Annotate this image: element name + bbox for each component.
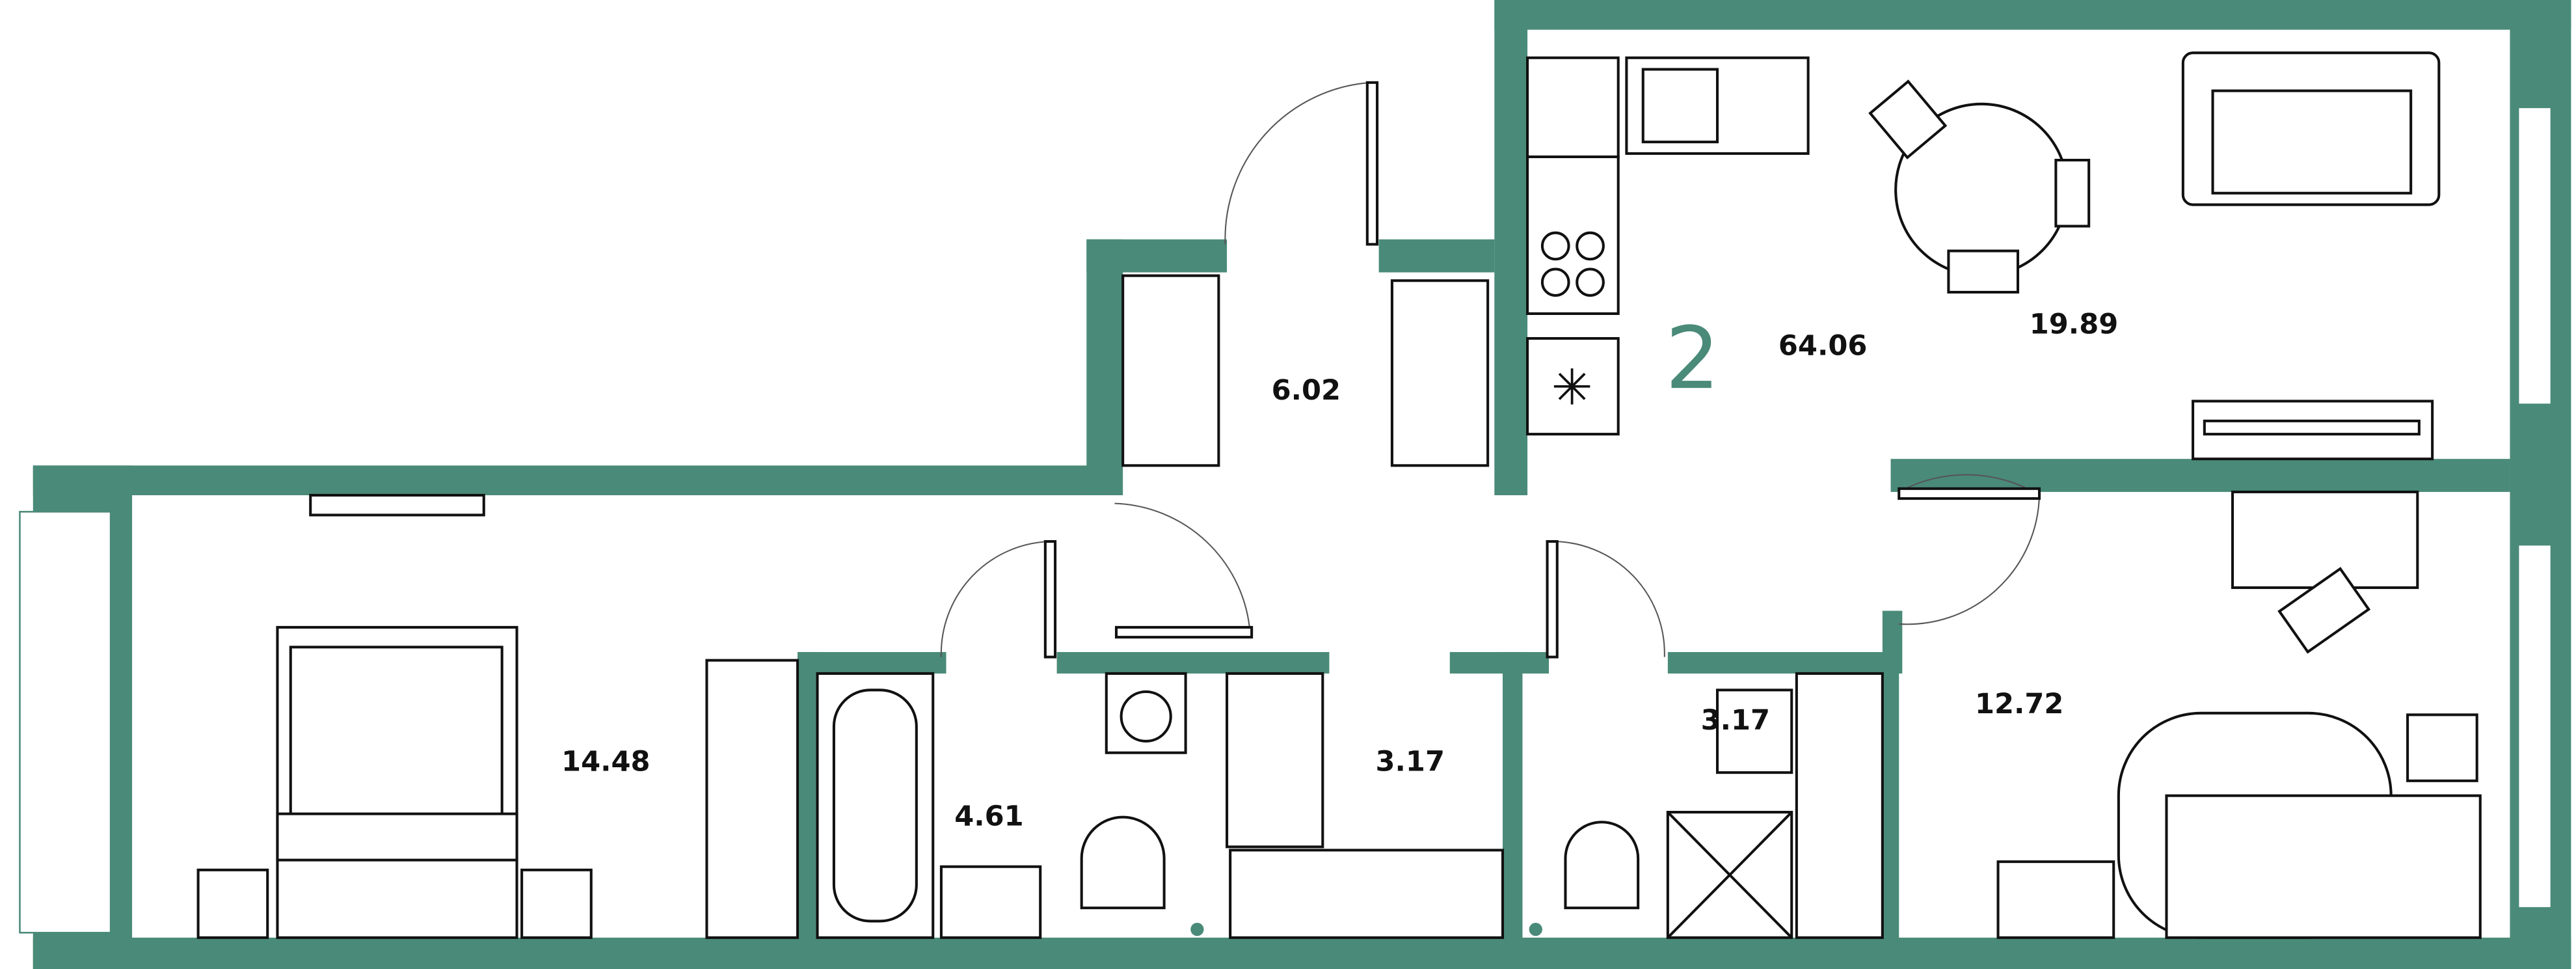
doors — [940, 81, 2041, 659]
bedroom-2-furniture — [1996, 490, 2482, 939]
tv-stand — [2192, 400, 2434, 461]
windows — [19, 106, 2553, 934]
area-hall: 6.02 — [1272, 374, 1341, 407]
bathroom-fixtures — [816, 672, 1793, 939]
kitchen: ✳ — [1526, 56, 1810, 436]
area-bathroom: 4.61 — [954, 800, 1023, 832]
area-shower-room: 3.17 — [1701, 704, 1770, 737]
total-area: 64.06 — [1778, 329, 1867, 362]
sofa — [2181, 51, 2441, 206]
dining-table — [1868, 79, 2091, 294]
svg-text:✳: ✳ — [1551, 361, 1593, 415]
area-corridor-closet: 3.17 — [1376, 746, 1445, 778]
area-bedroom: 14.48 — [561, 746, 650, 778]
area-bedroom-2: 12.72 — [1975, 688, 2063, 720]
bedroom-furniture — [196, 493, 593, 939]
area-living-kitchen: 19.89 — [2030, 308, 2118, 340]
room-count: 2 — [1665, 309, 1720, 409]
closets — [705, 274, 1884, 939]
